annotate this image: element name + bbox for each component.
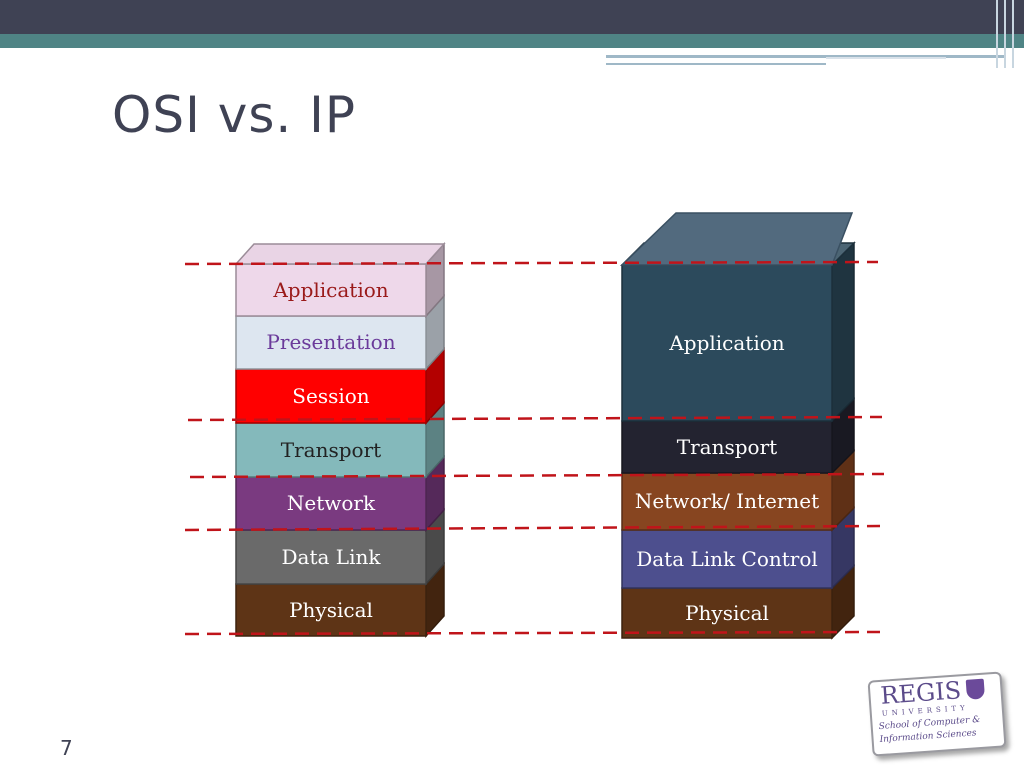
layer-alignment-line [187,415,883,422]
osi-layer-label: Application [273,277,389,302]
layer-alignment-line [184,524,881,532]
ip-layer-label: Network/ Internet [634,489,820,513]
osi-layer-label: Network [286,491,376,515]
header-rule [826,57,946,59]
crest-icon [965,678,986,700]
header-stripe [1004,0,1006,68]
page-number: 7 [60,736,73,760]
header-rule [606,63,826,65]
ip-layer-label: Transport [676,434,778,459]
layer-alignment-line [184,260,879,266]
header-banner-teal [0,34,1024,48]
osi-layer-label: Physical [289,597,373,622]
ip-layer-label: Application [669,330,785,355]
header-stripe [996,0,998,68]
ip-layer-side [831,241,855,423]
layer-alignment-line [189,472,885,479]
slide-title: OSI vs. IP [112,86,357,144]
ip-layer-top [620,212,854,266]
regis-logo: REGIS UNIVERSITY School of Computer & In… [867,671,1007,757]
ip-layer-label: Physical [685,600,769,625]
osi-layer-label: Presentation [266,330,396,354]
osi-layer-label: Session [292,383,370,408]
header-banner-dark [0,0,1024,34]
layer-alignment-line [184,630,881,636]
header-stripe [1012,0,1014,68]
ip-layer-label: Data Link Control [636,546,818,571]
header-rule [606,55,1006,58]
osi-layer-top [234,243,446,265]
osi-layer-label: Data Link [281,544,381,569]
osi-layer-label: Transport [280,437,382,462]
